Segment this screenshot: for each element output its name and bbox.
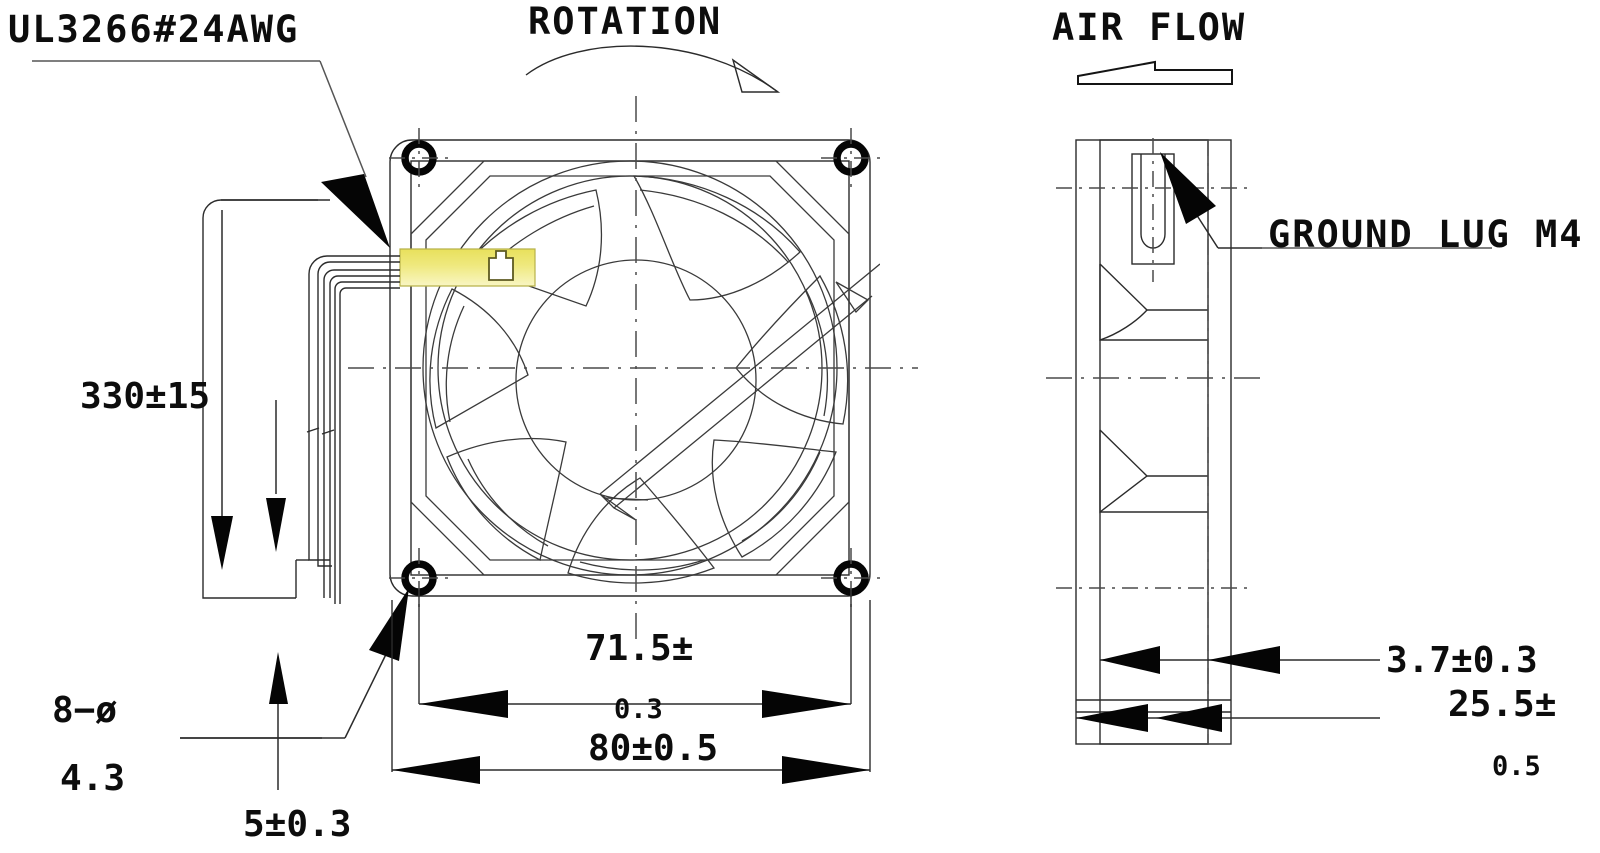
front-view-chamfer <box>410 160 850 576</box>
rotation-arc-icon <box>525 45 781 93</box>
wire-harness <box>202 199 400 604</box>
wire-spec-label: UL3266#24AWG <box>8 8 299 51</box>
dimension-depth-label: 25.5± <box>1448 684 1556 725</box>
front-view-centerlines <box>348 96 918 640</box>
dimension-hole-pitch-tol-label: 0.3 <box>614 694 663 725</box>
dimension-depth-tol-label: 0.5 <box>1492 751 1541 782</box>
dimension-depth <box>1076 704 1380 732</box>
mounting-hole-icon <box>821 128 883 190</box>
mounting-hole-icon <box>389 548 451 610</box>
side-view <box>1046 138 1262 745</box>
ground-lug-leader <box>1160 152 1492 249</box>
dimension-frame-width <box>391 600 871 784</box>
dimension-flange-depth-label: 3.7±0.3 <box>1386 640 1538 681</box>
dimension-wire-length <box>211 210 286 570</box>
dimension-frame-thickness <box>180 652 322 790</box>
dimension-frame-width-label: 80±0.5 <box>588 728 718 769</box>
fan-blade-sweep-lines <box>599 263 880 521</box>
mounting-hole-icon <box>389 128 451 190</box>
dimension-flange-depth <box>1100 646 1380 674</box>
airflow-label: AIR FLOW <box>1052 6 1246 49</box>
ground-lug-label: GROUND LUG M4 <box>1268 213 1584 256</box>
dimension-frame-thickness-label: 5±0.3 <box>243 804 351 845</box>
dimension-hole-pitch <box>418 590 852 718</box>
mounting-hole-icon <box>821 548 883 610</box>
dimension-hole-pitch-label: 71.5± <box>585 628 693 669</box>
label-tag-icon <box>488 250 514 281</box>
dimension-hole-diameter-label: 4.3 <box>60 758 125 799</box>
dimension-wire-length-label: 330±15 <box>80 376 210 417</box>
selection-highlight-strip[interactable] <box>399 248 536 287</box>
dimension-hole-callout-leader <box>180 588 409 739</box>
dimension-hole-count-label: 8−ø <box>52 690 117 731</box>
airflow-arrow-icon <box>1077 60 1233 85</box>
wire-spec-leader <box>32 60 390 248</box>
ground-lug-slot <box>1131 138 1175 282</box>
rotation-label: ROTATION <box>528 0 722 43</box>
